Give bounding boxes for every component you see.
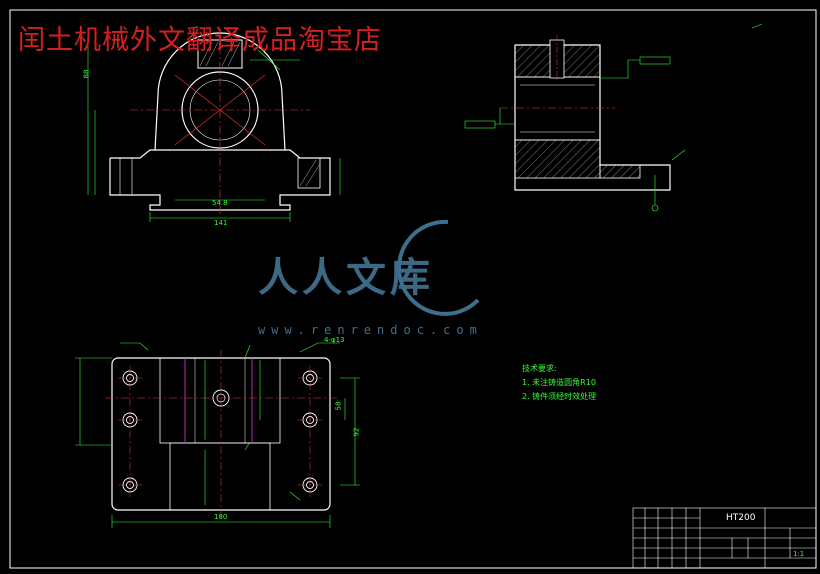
front-height-dim: 88 xyxy=(82,69,91,79)
tech-req-item-2: 2. 铸件须经时效处理 xyxy=(522,392,597,401)
bottom-height-dim: 92 xyxy=(352,427,361,437)
watermark-logo xyxy=(397,219,480,316)
scale-label: 1:1 xyxy=(793,550,805,558)
drawing-frame xyxy=(9,9,817,569)
brand-watermark-text: 人人文库 xyxy=(258,254,434,301)
front-view xyxy=(87,30,341,222)
title-block xyxy=(632,507,817,569)
top-view xyxy=(75,342,360,528)
hole-callout-dim: 4-φ13 xyxy=(324,336,345,344)
side-section-view xyxy=(464,23,763,212)
bottom-base-dim: 54.8 xyxy=(212,199,228,207)
front-width-dim: 141 xyxy=(214,219,228,227)
material-label: HT200 xyxy=(726,513,756,523)
top-watermark-text: 闰土机械外文翻译成品淘宝店 xyxy=(18,25,382,56)
brand-watermark-url: www.renrendoc.com xyxy=(258,323,483,337)
tech-req-item-1: 1. 未注铸造圆角R10 xyxy=(522,378,596,387)
right-side-dim: 58 xyxy=(334,401,343,411)
tech-req-heading: 技术要求: xyxy=(522,364,557,373)
technical-requirements: 技术要求: 1. 未注铸造圆角R10 2. 铸件须经时效处理 xyxy=(522,362,596,404)
bottom-width-dim: 180 xyxy=(214,513,228,521)
